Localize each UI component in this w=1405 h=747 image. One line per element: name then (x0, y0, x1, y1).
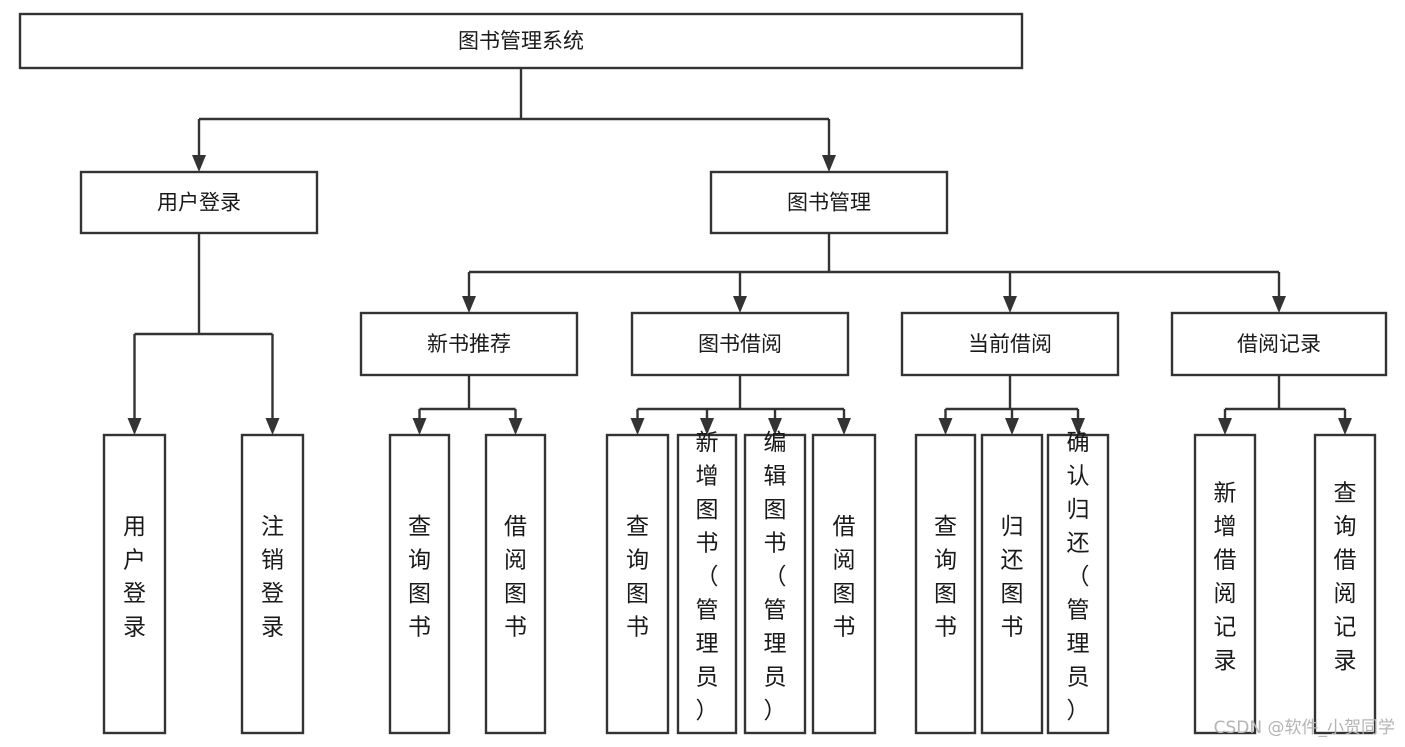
node-box-root[interactable] (18, 12, 1024, 70)
node-label-borrow-record: 借阅记录 (1237, 332, 1321, 356)
node-box-current-borrow[interactable] (900, 311, 1120, 377)
node-box-user-login-do[interactable] (102, 433, 167, 735)
node-label-borrow-add-book: 新增图书（管理员） (696, 430, 719, 724)
node-box-record-query[interactable] (1313, 433, 1377, 735)
node-box-record-add[interactable] (1193, 433, 1257, 735)
node-label-layer: 图书管理系统用户登录用户登录注销登录图书管理新书推荐查询图书借阅图书图书借阅查询… (123, 29, 1357, 724)
node-box-borrow-query-book[interactable] (605, 433, 670, 735)
node-label-borrow-query-book: 查询图书 (626, 514, 649, 641)
node-box-current-confirm-return[interactable] (1046, 433, 1110, 735)
node-box-user-login[interactable] (79, 170, 319, 235)
node-label-record-query: 查询借阅记录 (1334, 480, 1357, 674)
node-box-book-borrow[interactable] (630, 311, 850, 377)
node-box-layer (18, 12, 1388, 735)
node-label-new-book-recommend: 新书推荐 (427, 332, 511, 356)
node-label-root: 图书管理系统 (458, 29, 584, 53)
node-label-borrow-edit-book: 编辑图书（管理员） (764, 430, 787, 724)
node-box-borrow-add-book[interactable] (676, 433, 738, 735)
node-box-user-logout[interactable] (240, 433, 305, 735)
node-box-borrow-borrow-book[interactable] (811, 433, 877, 735)
node-box-borrow-record[interactable] (1170, 311, 1388, 377)
node-box-new-book-recommend[interactable] (359, 311, 579, 377)
node-box-borrow-edit-book[interactable] (743, 433, 807, 735)
node-box-current-return-book[interactable] (980, 433, 1044, 735)
watermark-label: CSDN @软件_小贺同学 (1214, 718, 1395, 738)
node-label-book-borrow: 图书借阅 (698, 332, 782, 356)
node-label-user-login: 用户登录 (157, 191, 241, 215)
node-box-recommend-borrow-book[interactable] (484, 433, 547, 735)
connector-layer (127, 68, 1352, 435)
node-label-user-logout: 注销登录 (261, 514, 284, 641)
node-label-book-manage: 图书管理 (787, 191, 871, 215)
node-box-current-query-book[interactable] (914, 433, 977, 735)
node-label-recommend-borrow-book: 借阅图书 (504, 514, 527, 641)
node-label-current-borrow: 当前借阅 (968, 332, 1052, 356)
node-box-recommend-query-book[interactable] (388, 433, 451, 735)
node-label-recommend-query-book: 查询图书 (408, 514, 431, 641)
node-label-user-login-do: 用户登录 (123, 514, 146, 641)
node-box-book-manage[interactable] (709, 170, 949, 235)
node-label-current-return-book: 归还图书 (1001, 514, 1024, 641)
node-label-current-confirm-return: 确认归还（管理员） (1067, 430, 1090, 724)
node-label-borrow-borrow-book: 借阅图书 (833, 514, 856, 641)
node-label-current-query-book: 查询图书 (934, 514, 957, 641)
node-label-record-add: 新增借阅记录 (1214, 480, 1237, 674)
